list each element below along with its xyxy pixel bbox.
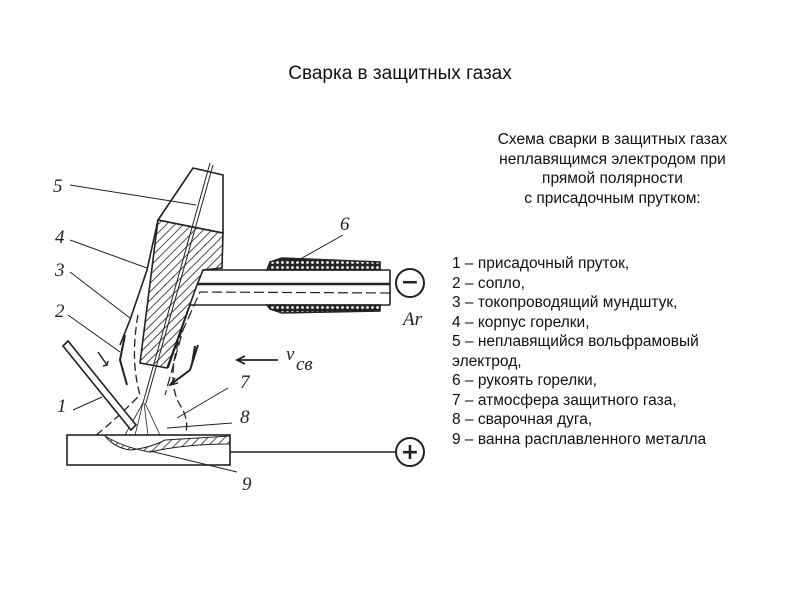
caption-line: неплавящимся электродом при xyxy=(499,150,726,168)
label-5: 5 xyxy=(53,176,63,197)
minus-terminal xyxy=(395,268,425,298)
legend-list: 1 – присадочный пруток, 2 – сопло, 3 – т… xyxy=(452,254,706,449)
legend-item: 5 – неплавящийся вольфрамовый xyxy=(452,333,699,350)
welding-arc xyxy=(124,402,161,436)
label-6: 6 xyxy=(340,214,350,235)
legend-item: 1 – присадочный пруток, xyxy=(452,255,630,272)
nozzle xyxy=(118,334,128,386)
label-4: 4 xyxy=(55,227,65,248)
gas-label: Ar xyxy=(401,309,423,330)
torch-housing xyxy=(119,219,159,346)
legend-item: 8 – сварочная дуга, xyxy=(452,411,593,428)
legend-item: 2 – сопло, xyxy=(452,274,525,292)
tungsten-electrode xyxy=(142,162,211,404)
diagram-caption: Схема сварки в защитных газах неплавящим… xyxy=(440,130,785,208)
torch-body xyxy=(139,219,224,369)
label-8: 8 xyxy=(240,407,250,428)
caption-line: Схема сварки в защитных газах xyxy=(497,131,728,148)
legend-item: 3 – токопроводящий мундштук, xyxy=(452,294,678,311)
plus-terminal xyxy=(395,437,425,467)
label-1: 1 xyxy=(57,396,67,417)
filler-rod xyxy=(61,339,138,432)
torch-grip xyxy=(265,257,381,271)
plus-sign: + xyxy=(401,440,419,465)
label-3: 3 xyxy=(54,260,65,281)
label-7: 7 xyxy=(240,372,251,393)
label-9: 9 xyxy=(242,474,252,495)
weld-pool xyxy=(104,435,231,453)
minus-sign: − xyxy=(401,270,419,295)
legend-item: электрод, xyxy=(452,352,522,370)
legend-item: 4 – корпус горелки, xyxy=(452,313,590,331)
legend-item: 9 – ванна расплавленного металла xyxy=(452,430,707,448)
speed-label: v xyxy=(286,344,295,365)
speed-subscript: св xyxy=(296,354,313,375)
legend-item: 7 – атмосфера защитного газа, xyxy=(452,391,677,409)
legend-item: 6 – рукоять горелки, xyxy=(452,372,597,389)
label-2: 2 xyxy=(55,301,65,322)
caption-line: с присадочным прутком: xyxy=(524,189,701,207)
slide-title: Сварка в защитных газах xyxy=(288,63,512,84)
caption-line: прямой полярности xyxy=(542,170,683,187)
